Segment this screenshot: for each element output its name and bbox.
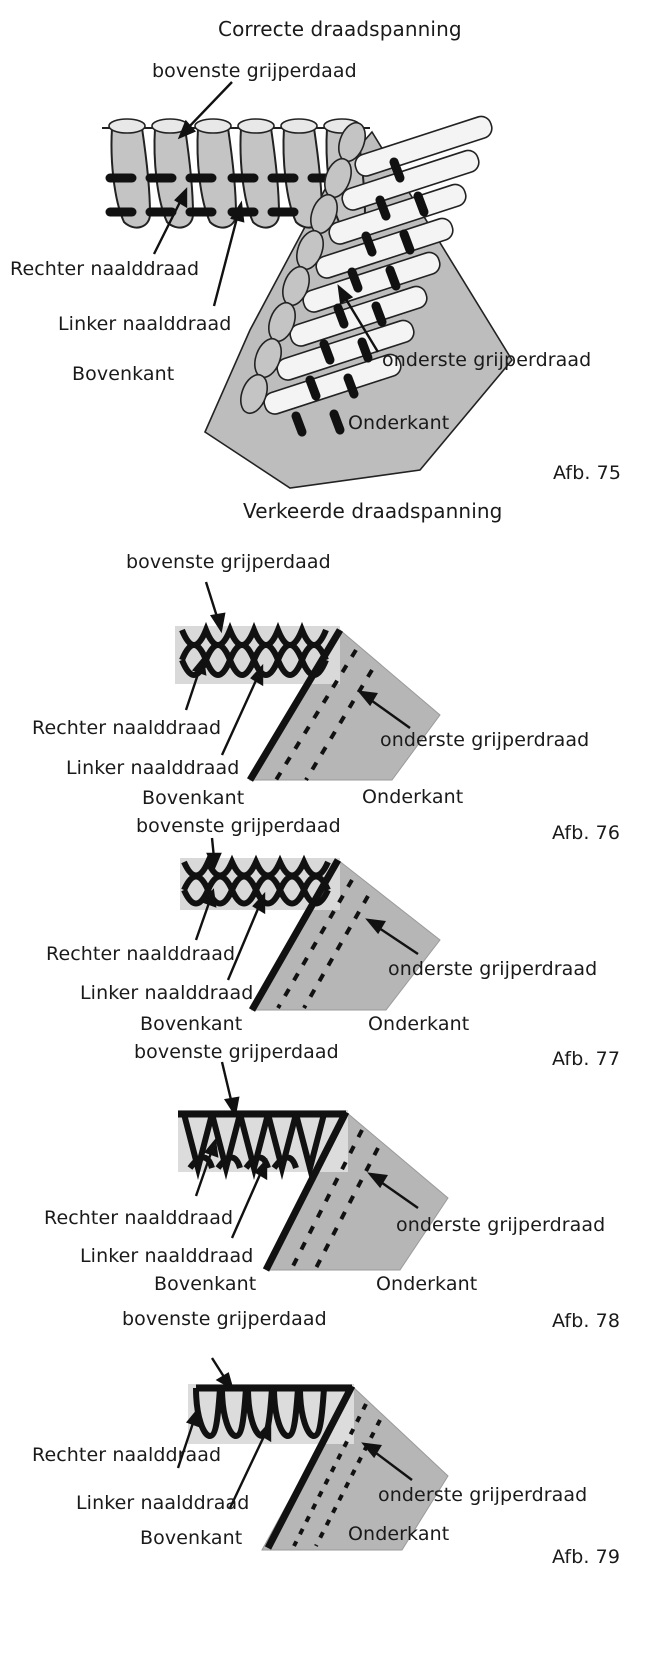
fig75-label-bottom-side: Onderkant [348,412,450,434]
fig76-label-right-needle: Rechter naalddraad [32,717,222,739]
fig78-label-upper-looper: bovenste grijperdaad [134,1041,339,1063]
fig79-label-left-needle: Linker naalddraad [76,1492,250,1514]
fig79-label-upper-looper: bovenste grijperdaad [122,1308,327,1330]
fig78-label-lower-looper: onderste grijperdraad [396,1214,606,1236]
fig75-label-top-side: Bovenkant [72,363,175,385]
fig76-label-bottom-side: Onderkant [362,786,464,808]
fig75-label-right-needle: Rechter naalddraad [10,258,200,280]
fig76-label-top-side: Bovenkant [142,787,245,809]
fig77-label-upper-looper: bovenste grijperdaad [136,815,341,837]
fig75-label-upper-looper: bovenste grijperdaad [152,60,357,82]
fig76-label-lower-looper: onderste grijperdraad [380,729,590,751]
fig75-label-left-needle: Linker naalddraad [58,313,232,335]
fig78-label-top-side: Bovenkant [154,1273,257,1295]
fig76-label-upper-looper: bovenste grijperdaad [126,551,331,573]
fig78-label-left-needle: Linker naalddraad [80,1245,254,1267]
fig79-label-top-side: Bovenkant [140,1527,243,1549]
fig79-caption: Afb. 79 [552,1546,621,1568]
fig77-label-bottom-side: Onderkant [368,1013,470,1035]
fig79-label-bottom-side: Onderkant [348,1523,450,1545]
fig78-label-bottom-side: Onderkant [376,1273,478,1295]
fig77-label-lower-looper: onderste grijperdraad [388,958,598,980]
fig75-title: Correcte draadspanning [218,17,462,41]
fig78-caption: Afb. 78 [552,1310,621,1332]
fig79-label-lower-looper: onderste grijperdraad [378,1484,588,1506]
wrong-tension-title: Verkeerde draadspanning [243,499,503,523]
fig77-label-left-needle: Linker naalddraad [80,982,254,1004]
fig75-label-lower-looper: onderste grijperdraad [382,349,592,371]
fig77-label-top-side: Bovenkant [140,1013,243,1035]
fig75-caption: Afb. 75 [553,462,622,484]
fig75-illustration [102,81,513,489]
fig77-caption: Afb. 77 [552,1048,621,1070]
fig78-label-right-needle: Rechter naalddraad [44,1207,234,1229]
fig77-label-right-needle: Rechter naalddraad [46,943,236,965]
fig76-label-left-needle: Linker naalddraad [66,757,240,779]
fig79-label-right-needle: Rechter naalddraad [32,1444,222,1466]
fig76-caption: Afb. 76 [552,822,621,844]
